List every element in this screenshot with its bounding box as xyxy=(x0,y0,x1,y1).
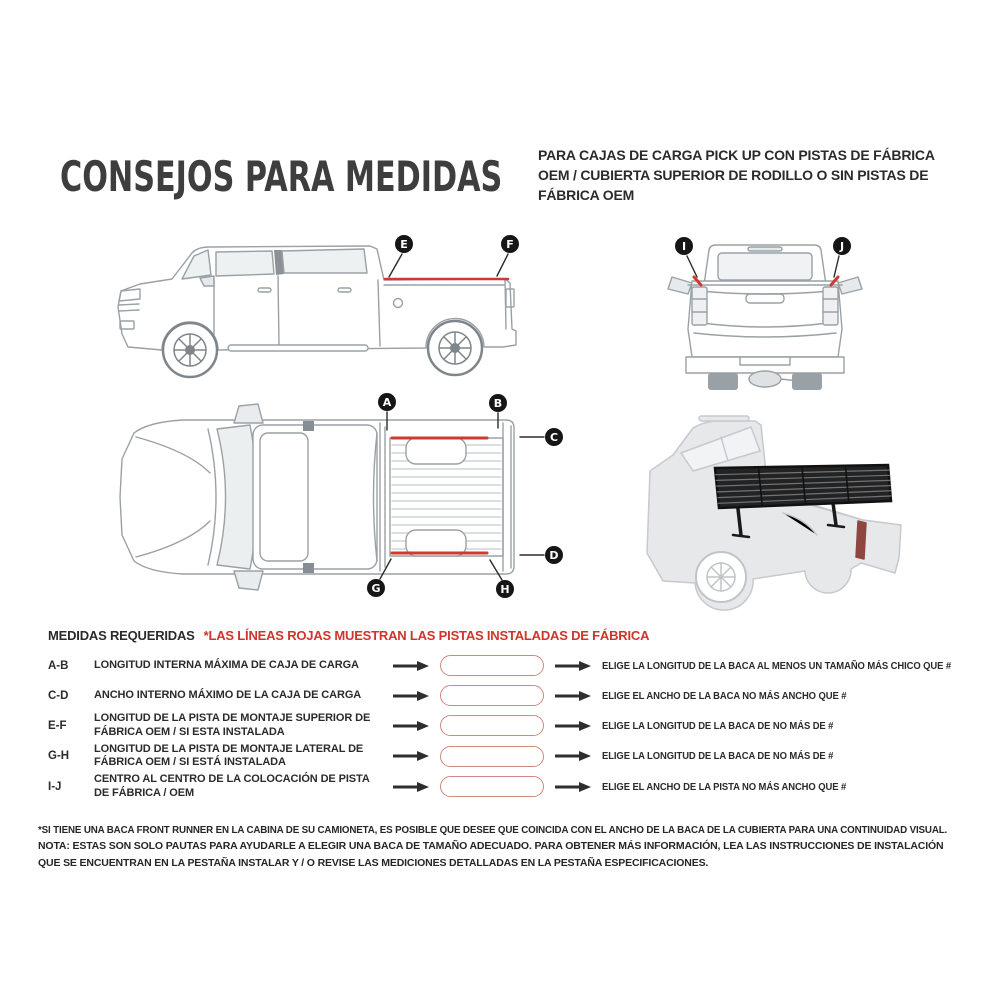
marker-h: H xyxy=(496,580,514,598)
footnotes: *SI TIENE UNA BACA FRONT RUNNER EN LA CA… xyxy=(38,822,966,871)
arrow-right-icon xyxy=(393,690,429,701)
marker-f: F xyxy=(501,235,519,253)
measurement-code: G-H xyxy=(48,750,70,763)
marker-c: C xyxy=(545,428,563,446)
measurement-table: A-B LONGITUD INTERNA MÁXIMA DE CAJA DE C… xyxy=(48,652,963,804)
measurement-instruction: ELIGE LA LONGITUD DE LA BACA DE NO MÁS D… xyxy=(602,750,834,763)
marker-e: E xyxy=(395,235,413,253)
marker-d: D xyxy=(545,546,563,564)
legend: MEDIDAS REQUERIDAS *LAS LÍNEAS ROJAS MUE… xyxy=(48,628,649,643)
measurement-description: CENTRO AL CENTRO DE LA COLOCACIÓN DE PIS… xyxy=(94,773,370,799)
measurement-blank-field xyxy=(440,715,544,737)
measurement-code: A-B xyxy=(48,659,69,672)
footnote-visual: *SI TIENE UNA BACA FRONT RUNNER EN LA CA… xyxy=(38,824,948,836)
arrow-right-icon xyxy=(393,720,429,731)
truck-top-view-illustration xyxy=(119,403,515,591)
measurement-blank-field xyxy=(440,745,544,767)
measurement-instruction: ELIGE LA LONGITUD DE LA BACA AL MENOS UN… xyxy=(602,659,952,672)
marker-g: G xyxy=(367,579,385,597)
measurement-instruction: ELIGE EL ANCHO DE LA BACA NO MÁS ANCHO Q… xyxy=(602,689,847,702)
measurement-description: ANCHO INTERNO MÁXIMO DE LA CAJA DE CARGA xyxy=(94,688,362,701)
legend-red-note: *LAS LÍNEAS ROJAS MUESTRAN LAS PISTAS IN… xyxy=(203,628,650,643)
marker-j: J xyxy=(833,237,851,255)
measurement-row-ef: E-F LONGITUD DE LA PISTA DE MONTAJE SUPE… xyxy=(48,712,963,740)
truck-side-view-illustration xyxy=(117,245,517,379)
measurement-instruction: ELIGE LA LONGITUD DE LA BACA DE NO MÁS D… xyxy=(602,719,834,732)
measurement-code: I-J xyxy=(48,780,62,793)
footnote-general: NOTA: ESTAS SON SOLO PAUTAS PARA AYUDARL… xyxy=(38,840,944,869)
measurement-row-ij: I-J CENTRO AL CENTRO DE LA COLOCACIÓN DE… xyxy=(48,773,963,801)
measurement-description: LONGITUD INTERNA MÁXIMA DE CAJA DE CARGA xyxy=(94,658,359,671)
measurement-description: LONGITUD DE LA PISTA DE MONTAJE LATERAL … xyxy=(94,742,364,769)
marker-i: I xyxy=(675,237,693,255)
truck-rack-3d-illustration xyxy=(646,415,902,611)
measurement-blank-field xyxy=(440,776,544,798)
measurement-row-cd: C-D ANCHO INTERNO MÁXIMO DE LA CAJA DE C… xyxy=(48,682,963,709)
measurement-description: LONGITUD DE LA PISTA DE MONTAJE SUPERIOR… xyxy=(94,712,371,738)
arrow-right-icon xyxy=(555,751,591,762)
measurement-instruction: ELIGE EL ANCHO DE LA PISTA NO MÁS ANCHO … xyxy=(602,780,847,793)
measurement-row-ab: A-B LONGITUD INTERNA MÁXIMA DE CAJA DE C… xyxy=(48,652,963,679)
arrow-right-icon xyxy=(555,690,591,701)
page-subtitle: PARA CAJAS DE CARGA PICK UP CON PISTAS D… xyxy=(538,147,935,203)
arrow-right-icon xyxy=(393,781,429,792)
arrow-right-icon xyxy=(393,751,429,762)
measurement-blank-field xyxy=(440,685,544,706)
marker-a: A xyxy=(378,393,396,411)
arrow-right-icon xyxy=(555,660,591,671)
arrow-right-icon xyxy=(555,781,591,792)
legend-label: MEDIDAS REQUERIDAS xyxy=(48,628,195,643)
page-title: CONSEJOS PARA MEDIDAS xyxy=(60,152,503,201)
arrow-right-icon xyxy=(555,720,591,731)
arrow-right-icon xyxy=(393,660,429,671)
measurement-code: E-F xyxy=(48,719,67,732)
marker-b: B xyxy=(489,394,507,412)
measurement-row-gh: G-H LONGITUD DE LA PISTA DE MONTAJE LATE… xyxy=(48,743,963,771)
truck-rear-view-illustration xyxy=(667,244,863,390)
measurement-blank-field xyxy=(440,655,544,676)
measurement-code: C-D xyxy=(48,689,69,702)
